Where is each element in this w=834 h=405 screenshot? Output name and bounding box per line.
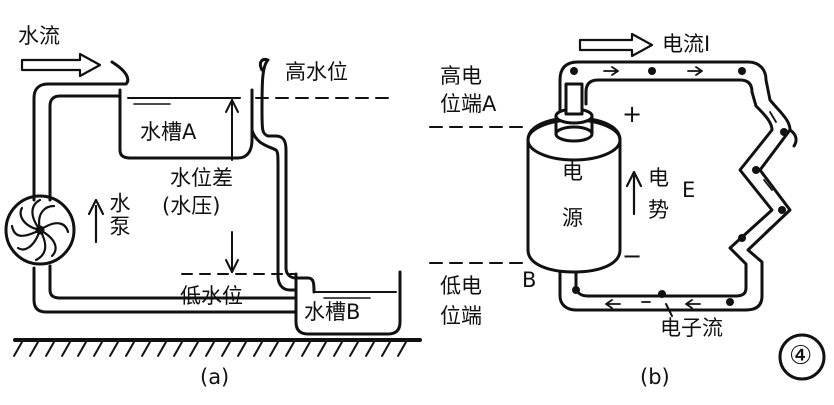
low-water-level-label: 低水位	[180, 284, 243, 308]
high-potential-label-2: 位端A	[440, 92, 497, 116]
high-water-level-label: 高水位	[285, 60, 348, 84]
panel-b-caption: (b)	[640, 365, 670, 389]
electron-flow-label: 电子流	[660, 316, 723, 340]
level-difference-marker	[225, 99, 239, 273]
emf-label-2: 势	[648, 198, 669, 222]
emf-label-1: 电	[648, 166, 669, 190]
minus-terminal-label: −	[622, 242, 643, 270]
panel-a-caption: (a)	[200, 365, 230, 389]
flow-arrows	[603, 66, 777, 309]
tank-b	[294, 270, 402, 336]
pump-direction-arrow	[87, 198, 105, 244]
water-flow-arrow	[20, 52, 102, 78]
low-potential-label-2: 位端	[440, 304, 482, 328]
tank-a-label: 水槽A	[140, 120, 197, 144]
emf-arrow	[625, 170, 643, 216]
figure-number: ④	[789, 341, 813, 371]
source-label-bottom: 源	[562, 206, 583, 230]
ground-line	[13, 338, 422, 357]
point-b-label: B	[522, 268, 537, 292]
water-flow-label: 水流	[18, 24, 60, 48]
connecting-pipe	[250, 58, 316, 294]
plus-terminal-label: +	[622, 100, 643, 128]
water-pump-label: 水泵	[107, 192, 131, 238]
current-arrow	[578, 32, 654, 58]
tank-b-label: 水槽B	[304, 300, 361, 324]
current-label: 电流I	[662, 32, 711, 56]
low-potential-label-1: 低电	[440, 274, 482, 298]
tank-a	[118, 88, 254, 160]
electron-dots	[570, 67, 788, 306]
circuit-wire	[558, 60, 798, 312]
power-source	[526, 82, 622, 274]
source-label-top: 电	[562, 160, 583, 184]
figure-number-circle	[778, 333, 826, 381]
level-difference-label: 水位差	[170, 166, 233, 190]
high-potential-label-1: 高电	[440, 64, 482, 88]
water-pump-icon	[4, 194, 76, 266]
water-pressure-label: (水压)	[162, 194, 221, 218]
emf-symbol: E	[682, 178, 696, 202]
electron-flow-pointer	[665, 303, 673, 317]
water-pipe	[32, 60, 298, 314]
